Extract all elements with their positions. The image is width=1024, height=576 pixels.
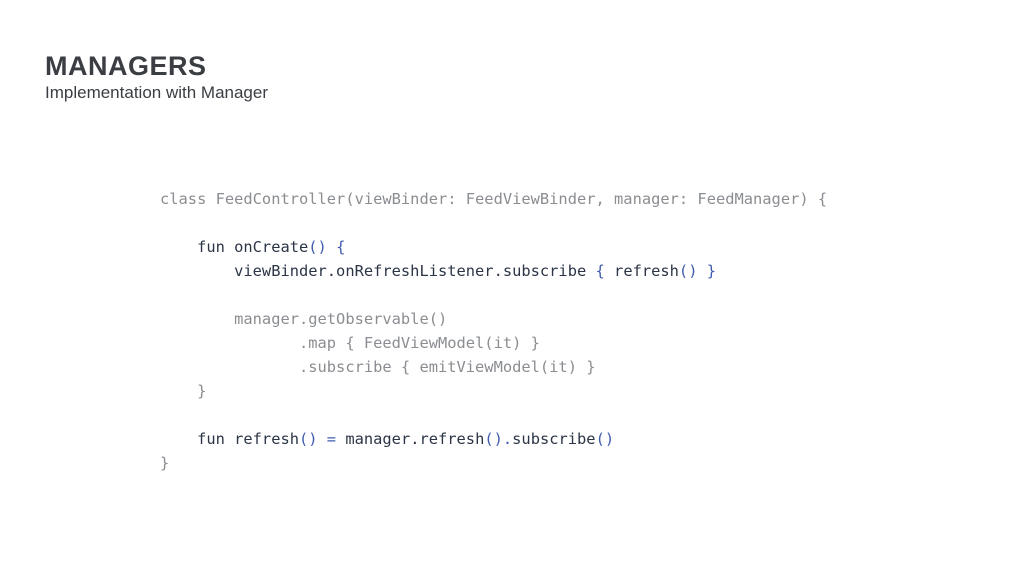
code-token: .subscribe { emitViewModel(it) } [160,358,596,376]
code-token: } [160,454,170,472]
code-line [160,211,827,235]
code-line: } [160,451,827,475]
code-line: .subscribe { emitViewModel(it) } [160,355,827,379]
code-token: (). [484,430,513,448]
code-line: fun refresh() = manager.refresh().subscr… [160,427,827,451]
code-line: manager.getObservable() [160,307,827,331]
code-line: } [160,379,827,403]
code-token: .map { FeedViewModel(it) } [160,334,540,352]
code-token: manager.refresh [345,430,485,448]
code-token: () } [678,262,716,280]
code-line [160,283,827,307]
code-token: () { [308,238,346,256]
code-token: fun refresh [160,430,299,448]
code-line: .map { FeedViewModel(it) } [160,331,827,355]
code-token: subscribe [512,430,596,448]
code-line [160,403,827,427]
code-token: { [595,262,615,280]
code-line: class FeedController(viewBinder: FeedVie… [160,187,827,211]
code-token: manager.getObservable() [160,310,448,328]
code-token: class FeedController(viewBinder: FeedVie… [160,190,828,208]
code-line: viewBinder.onRefreshListener.subscribe {… [160,259,827,283]
code-line: fun onCreate() { [160,235,827,259]
slide-subtitle: Implementation with Manager [45,83,269,102]
code-token: } [160,382,207,400]
code-token: refresh [614,262,679,280]
slide-title: MANAGERS [45,51,207,81]
code-token: viewBinder.onRefreshListener.subscribe [160,262,596,280]
code-token: fun onCreate [160,238,309,256]
code-token: () [595,430,615,448]
code-block: class FeedController(viewBinder: FeedVie… [160,187,827,475]
code-token: () = [299,430,346,448]
